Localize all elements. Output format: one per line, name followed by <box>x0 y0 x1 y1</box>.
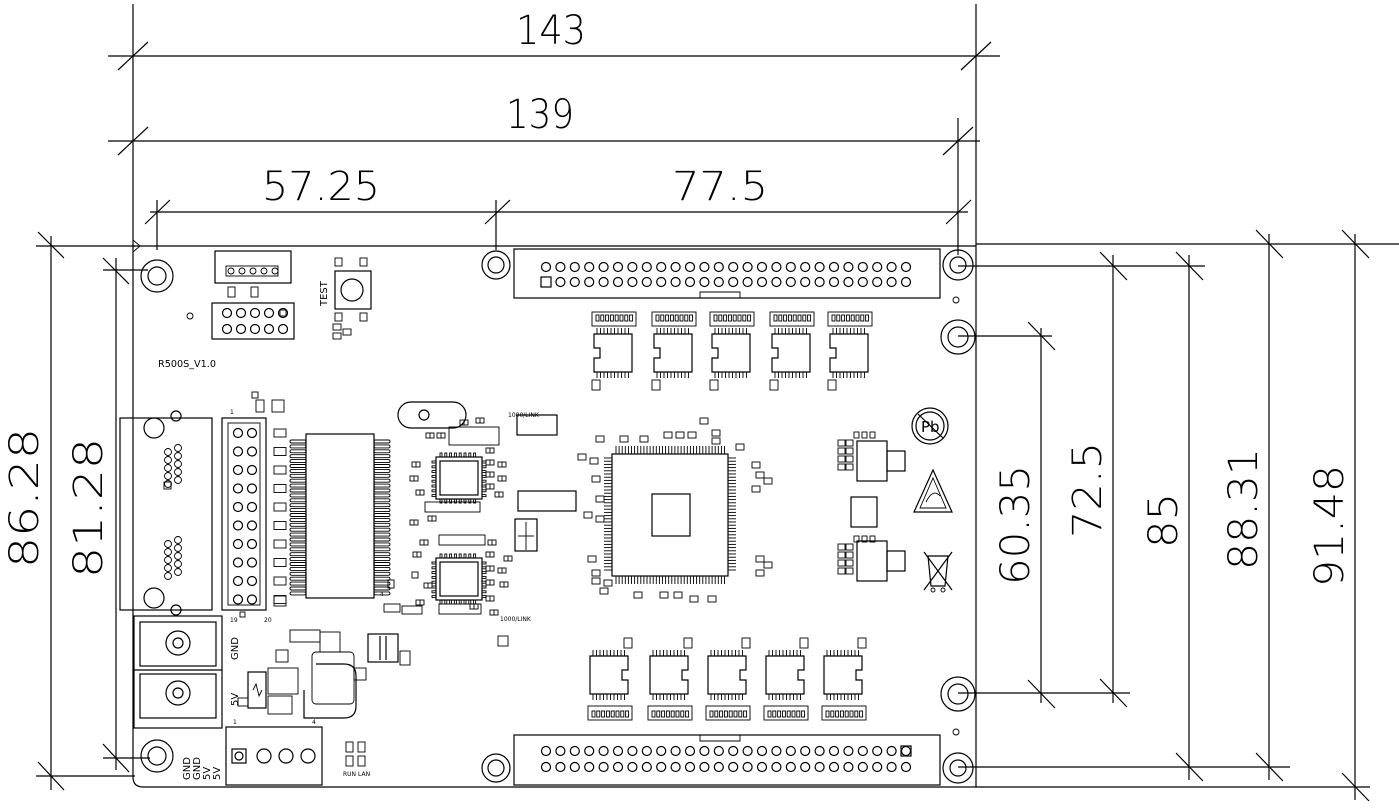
svg-text:4: 4 <box>380 591 384 598</box>
terminal-label-5v1: 5V <box>202 767 213 780</box>
terminal-label-gnd1: GND <box>182 757 193 780</box>
fpga-chip <box>577 417 773 603</box>
horizontal-dimensions: 143 139 57.25 77.5 <box>108 4 1000 255</box>
gnd-label: GND <box>230 637 241 660</box>
board-model-label: R500S_V1.0 <box>158 359 216 370</box>
network-ports <box>119 410 213 616</box>
top-left-headers: TEST R500S_V1.0 <box>158 250 372 370</box>
dim-139: 139 <box>506 92 574 138</box>
dim-81-28: 81.28 <box>66 438 112 578</box>
bottom-connector <box>513 734 941 786</box>
left-dimensions: 86.28 81.28 <box>2 231 150 791</box>
terminal-label-5v2: 5V <box>212 767 223 780</box>
regulators <box>837 431 906 582</box>
dim-72-5: 72.5 <box>1065 442 1111 538</box>
5v-label: 5V <box>230 693 241 706</box>
dim-85: 85 <box>1141 493 1187 548</box>
pb-free-icon: Pb <box>911 407 949 445</box>
terminal-pin1: 1 <box>233 719 237 726</box>
weee-bin-icon <box>923 551 953 593</box>
right-dimensions: 60.35 72.5 85 88.31 91.48 <box>958 229 1399 802</box>
power-circuit <box>237 571 509 719</box>
top-connector <box>513 248 941 299</box>
dim-77-5: 77.5 <box>672 164 768 210</box>
link-bottom-label: 1000/LINK <box>500 616 532 623</box>
terminal-label-gnd2: GND <box>192 757 203 780</box>
terminal-pin4: 4 <box>312 719 316 726</box>
dim-143: 143 <box>516 8 586 54</box>
dim-86-28: 86.28 <box>2 428 48 568</box>
dim-91-48: 91.48 <box>1307 465 1353 587</box>
buffer-chips <box>587 311 873 721</box>
svg-text:Pb: Pb <box>921 418 940 436</box>
svg-text:20: 20 <box>264 617 272 624</box>
power-terminals: GND 5V <box>133 615 241 729</box>
lan-led-label: LAN <box>358 771 370 778</box>
sdram-chip: 4 <box>289 433 391 599</box>
test-button-label: TEST <box>319 280 330 307</box>
svg-text:19: 19 <box>230 617 238 624</box>
hub-header: 1 19 20 <box>221 391 287 624</box>
dim-60-35: 60.35 <box>993 465 1039 585</box>
link-top-label: 1000/LINK <box>508 412 540 419</box>
dim-88-31: 88.31 <box>1221 448 1267 570</box>
run-led-label: RUN <box>343 771 356 778</box>
status-leds: RUN LAN <box>343 741 370 778</box>
ethernet-phy: 1000/LINK 1000/LINK <box>409 412 577 623</box>
dim-57-25: 57.25 <box>262 164 380 210</box>
esd-warning-icon <box>913 468 953 513</box>
crystal <box>397 401 467 429</box>
terminal-block: 1 4 GND GND 5V 5V <box>182 719 323 786</box>
svg-text:1: 1 <box>230 409 234 416</box>
pcb-outline <box>132 245 977 788</box>
mounting-holes <box>140 249 976 784</box>
